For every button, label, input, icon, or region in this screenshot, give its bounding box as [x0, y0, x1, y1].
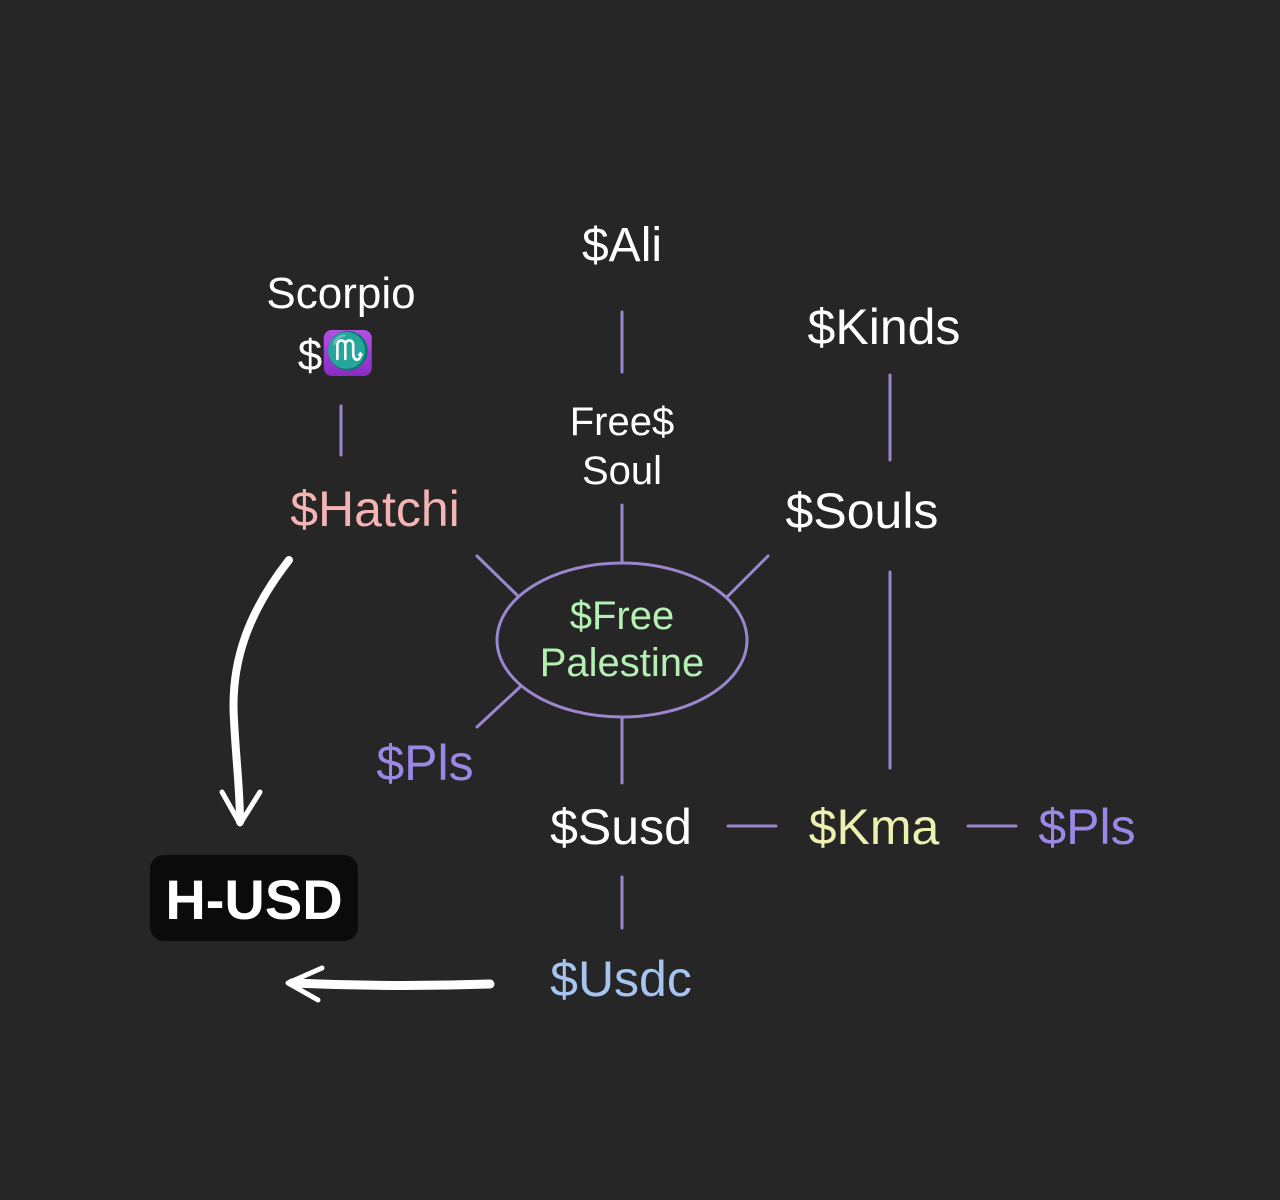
node-kinds: $Kinds: [807, 299, 961, 355]
h-usd-box: H-USD: [150, 855, 358, 941]
line-hatchi-center: [475, 554, 520, 598]
node-scorpio: Scorpio: [266, 269, 416, 318]
node-ali: $Ali: [581, 219, 663, 272]
node-susd: $Susd: [550, 799, 692, 855]
line-pls-center: [475, 685, 522, 729]
curved-arrow-down-head: [219, 789, 263, 827]
node-kma: $Kma: [808, 799, 940, 855]
node-souls: $Souls: [785, 483, 939, 539]
scorpio-glyph: ♏: [325, 331, 371, 372]
scorpio-zodiac-icon: ♏: [324, 330, 373, 376]
h-usd-label: H-USD: [165, 868, 343, 931]
arrow-left-icon: [287, 978, 495, 990]
center-line2: Palestine: [539, 640, 705, 685]
node-pls-right: $Pls: [1038, 799, 1136, 855]
curved-arrow-down-icon: [229, 556, 293, 826]
node-hatchi: $Hatchi: [290, 481, 460, 537]
line-souls-center: [726, 554, 770, 598]
scorpio-dollar: $: [297, 331, 323, 380]
free-soul-line1: Free$: [569, 400, 675, 444]
free-soul-line2: Soul: [581, 448, 663, 493]
node-pls-left: $Pls: [376, 735, 474, 791]
node-free-palestine: $Free Palestine: [540, 593, 705, 687]
center-line1: $Free: [569, 594, 675, 638]
node-free-soul: Free$ Soul: [570, 398, 675, 496]
arrow-left-head: [285, 965, 325, 1003]
node-scorpio-sign: $♏: [297, 330, 373, 380]
center-ellipse: [495, 561, 749, 719]
node-usdc: $Usdc: [550, 951, 692, 1007]
